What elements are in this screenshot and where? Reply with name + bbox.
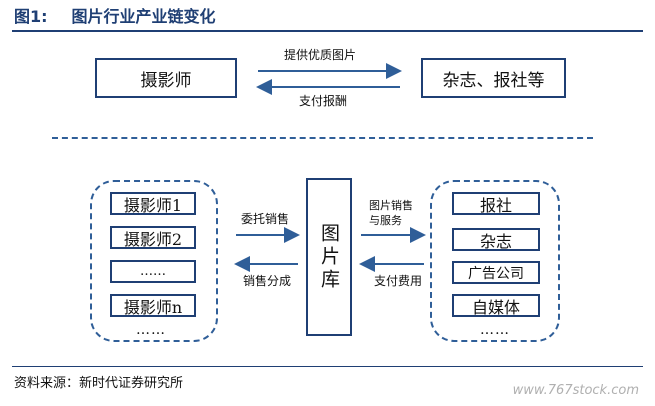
top-buyers-box: 杂志、报社等 [421,58,566,98]
photographer-1-box: 摄影师1 [110,192,196,215]
photographer-2-box: 摄影师2 [110,226,196,249]
sales-service-label-1: 图片销售 [369,199,413,212]
photographer-more-dots: …… [136,322,166,338]
watermark: www.767stock.com [512,383,639,398]
photographer-group [90,180,218,342]
source-note: 资料来源：新时代证券研究所 [14,376,184,391]
client-group [430,180,560,342]
figure-number: 图1: [14,7,48,26]
figure-title: 图1: 图片行业产业链变化 [14,4,216,30]
top-backward-label: 支付报酬 [299,94,348,108]
client-ad-company-box: 广告公司 [452,261,540,284]
title-rule [12,30,643,32]
client-self-media-box: 自媒体 [452,294,540,317]
photographer-n-box: 摄影师n [110,294,196,317]
sales-service-label-2: 与服务 [369,214,402,227]
top-photographer-box: 摄影师 [95,58,237,98]
client-magazine-box: 杂志 [452,228,540,251]
photographer-ellipsis-box: …… [110,260,196,283]
pay-fee-label: 支付费用 [374,274,423,288]
top-forward-label: 提供优质图片 [284,48,357,62]
client-newspaper-box: 报社 [452,192,540,215]
section-divider [52,137,593,139]
image-library-box: 图片库 [306,178,352,336]
sales-share-label: 销售分成 [243,274,292,288]
client-more-dots: …… [480,322,510,338]
entrust-sales-label: 委托销售 [241,212,290,226]
bottom-rule [12,366,643,367]
figure-title-text: 图片行业产业链变化 [71,7,216,26]
image-library-label: 图片库 [318,222,340,292]
